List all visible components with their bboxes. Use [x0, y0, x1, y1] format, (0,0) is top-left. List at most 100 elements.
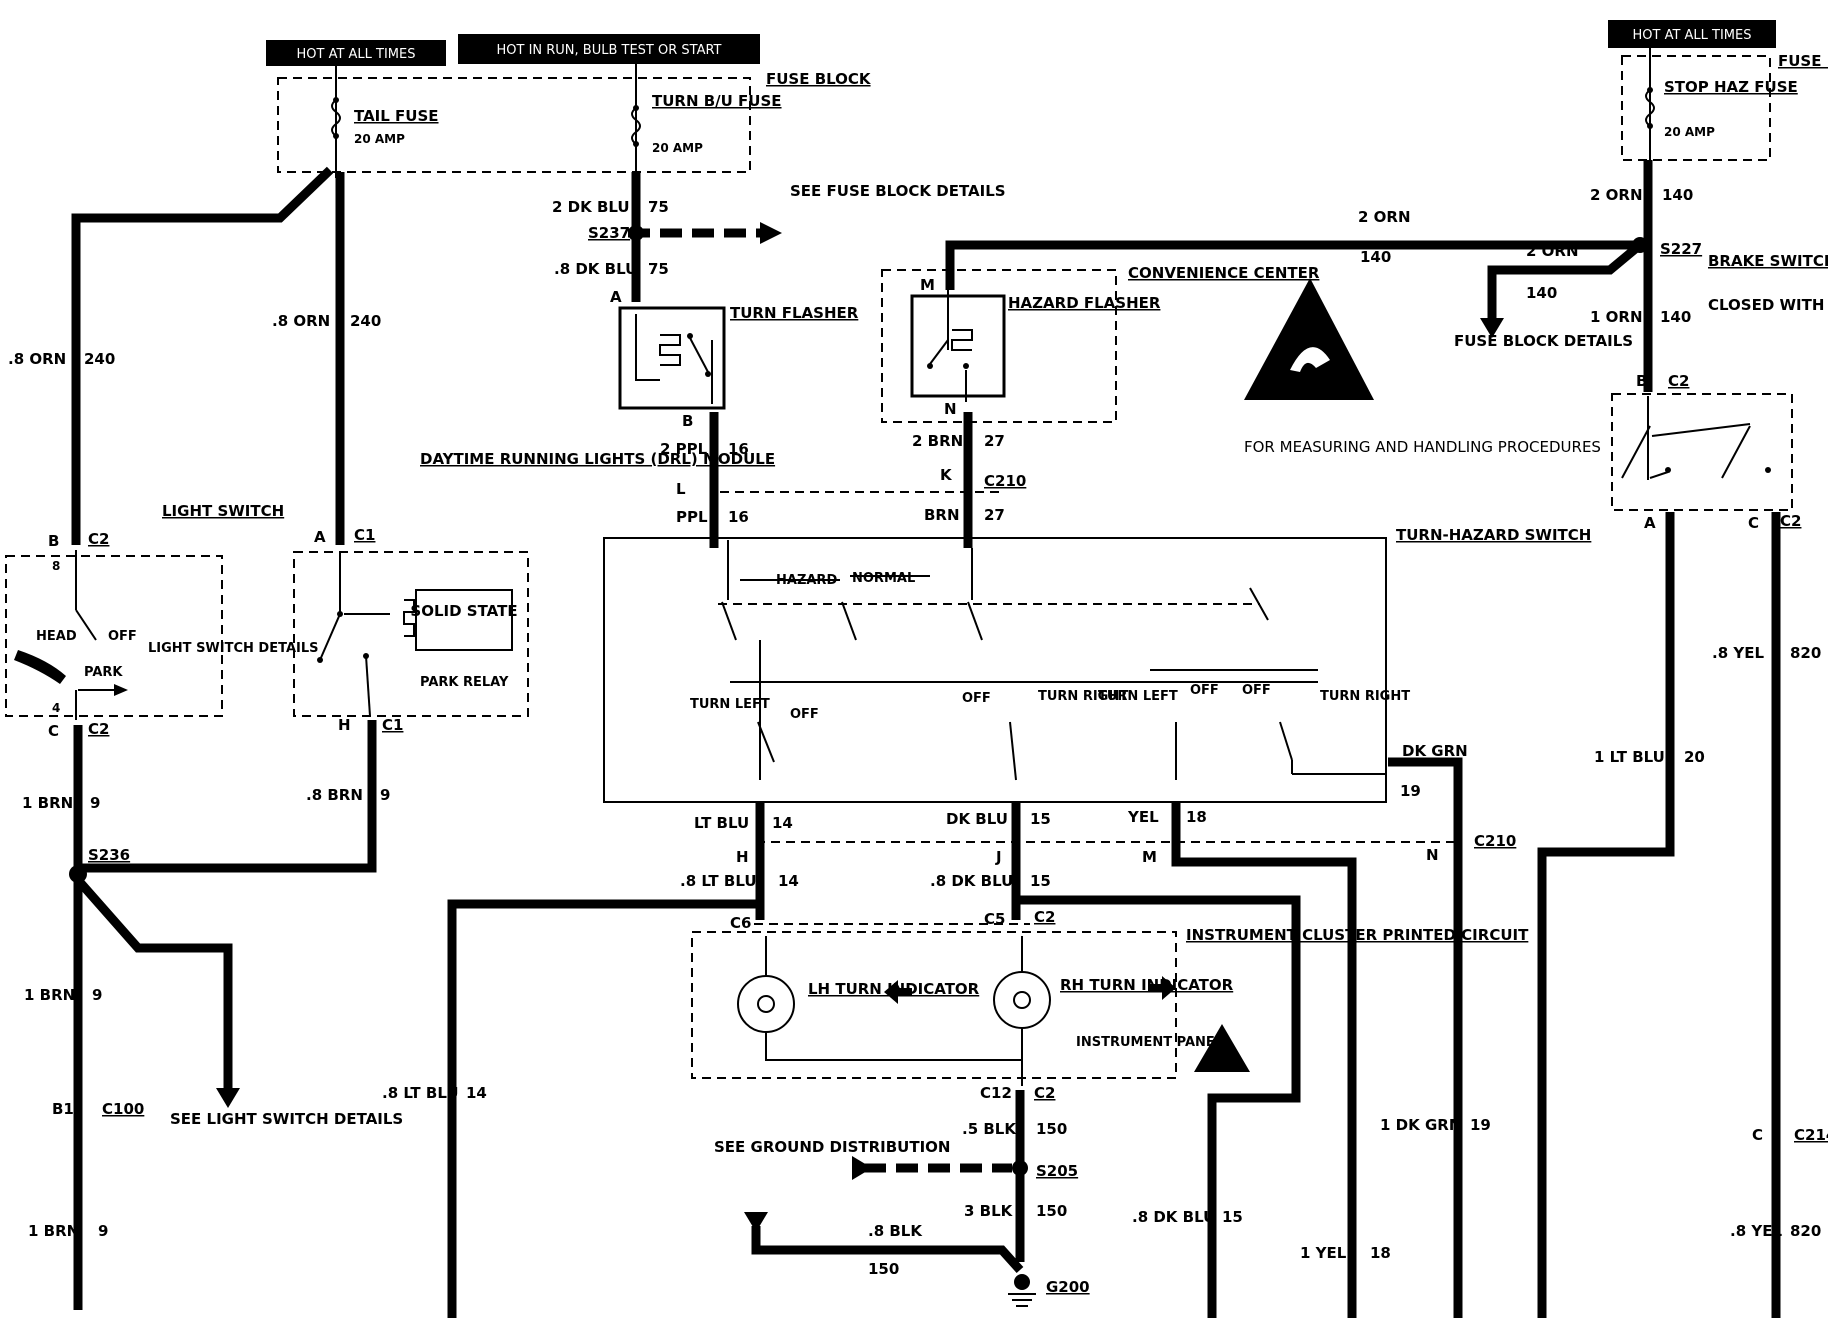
normal-label: NORMAL [852, 571, 915, 586]
fuse-block-right: STOP HAZ FUSE 20 AMP FUSE BLOCK [1621, 48, 1828, 190]
splice-label: S205 [1036, 1162, 1078, 1180]
turn-hazard-switch: TURN LEFT OFF OFF TURN RIGHT TURN LEFT O… [603, 526, 1591, 803]
connector-label: C1 [354, 526, 375, 544]
circuit-label: 820 [1790, 644, 1821, 662]
splice-s237 [628, 225, 644, 241]
hazard-flasher: HAZARD FLASHER CONVENIENCE CENTER [881, 264, 1320, 423]
circuit-label: 75 [648, 260, 669, 278]
circuit-label: 140 [1660, 308, 1691, 326]
fuse-block-label: FUSE BLOCK [766, 70, 872, 88]
wire-brn-9-drl [78, 720, 377, 873]
wire-label: .8 LT BLU [680, 872, 757, 890]
pin-label: N [1426, 846, 1439, 864]
splice-s236 [69, 865, 87, 883]
wire-label: 1 ORN [1590, 308, 1643, 326]
circuit-label: 9 [380, 786, 390, 804]
see-light-switch-details-label: SEE LIGHT SWITCH DETAILS [170, 1110, 403, 1128]
switch-off-right-a: OFF [1190, 683, 1219, 698]
pin-label: 8 [52, 559, 60, 573]
stop-haz-fuse-amp: 20 AMP [1664, 125, 1715, 139]
connector-label: C12 [980, 1084, 1012, 1102]
ground-g200 [1008, 1274, 1036, 1307]
wire-label: .5 BLK [962, 1120, 1017, 1138]
circuit-label: 18 [1186, 808, 1207, 826]
wire-label: 1 BRN [28, 1222, 79, 1240]
pin-label: J [995, 848, 1002, 866]
connector-labels: S237 S227 S236 S205 G200 C210 C210 C100 … [48, 224, 1828, 1296]
hazard-label: HAZARD [776, 573, 837, 588]
esd-warning-small-icon [1194, 1024, 1250, 1072]
wire-label: YEL [1127, 808, 1159, 826]
wire-label: .8 LT BLU [382, 1084, 459, 1102]
turn-hazard-switch-label: TURN-HAZARD SWITCH [1396, 526, 1591, 544]
circuit-label: 16 [728, 508, 749, 526]
wiring [71, 160, 1781, 1318]
pin-label: A [1644, 514, 1656, 532]
switch-off-center: OFF [962, 691, 991, 706]
right-arrow-icon [1148, 976, 1176, 1000]
wire-label: .8 YEL [1730, 1222, 1782, 1240]
wire-ltblu-14-out [447, 899, 760, 1318]
pin-label: 4 [52, 701, 60, 715]
drl-module: SOLID STATE PARK RELAY DAYTIME RUNNING L… [293, 450, 775, 717]
stop-haz-fuse-label: STOP HAZ FUSE [1664, 78, 1798, 96]
circuit-label: 9 [92, 986, 102, 1004]
connector-label: C210 [1474, 832, 1516, 850]
connector-label: C1 [382, 716, 403, 734]
circuit-label: 16 [728, 440, 749, 458]
connector-label: C6 [730, 914, 751, 932]
wire-label: DK GRN [1402, 742, 1468, 760]
circuit-label: 20 [1684, 748, 1705, 766]
hazard-flasher-label: HAZARD FLASHER [1008, 294, 1161, 312]
circuit-label: 27 [984, 432, 1005, 450]
wire-label: 2 ORN [1526, 242, 1579, 260]
park-relay-label: PARK RELAY [420, 675, 509, 690]
rh-turn-indicator-bulb [993, 971, 1051, 1029]
splice-label: S236 [88, 846, 130, 864]
wire-label: .8 DK BLU [1132, 1208, 1215, 1226]
pin-label: C [1748, 514, 1759, 532]
wire-label: 2 ORN [1358, 208, 1411, 226]
instrument-cluster: LH TURN INDICATOR RH TURN INDICATOR INST… [691, 926, 1529, 1086]
hot-banner-right-label: HOT AT ALL TIMES [1632, 28, 1751, 43]
pin-label: B [682, 412, 693, 430]
off-label: OFF [108, 629, 137, 644]
hot-banner-left-label: HOT AT ALL TIMES [296, 47, 415, 62]
circuit-label: 18 [1370, 1244, 1391, 1262]
wire-label: 1 LT BLU [1594, 748, 1665, 766]
hot-banner-center-label: HOT IN RUN, BULB TEST OR START [496, 43, 721, 58]
tail-fuse-amp: 20 AMP [354, 132, 405, 146]
pin-label: B1 [52, 1100, 74, 1118]
wire-label: 2 BRN [912, 432, 963, 450]
hot-banner-right: HOT AT ALL TIMES [1608, 20, 1776, 48]
switch-off-left: OFF [790, 707, 819, 722]
turn-flasher-label: TURN FLASHER [730, 304, 859, 322]
wire-label: .8 ORN [272, 312, 330, 330]
solid-state-label: SOLID STATE [410, 602, 517, 620]
connector-label: C5 [984, 910, 1005, 928]
turn-left-label-b: TURN LEFT [1098, 689, 1178, 704]
circuit-label: 14 [466, 1084, 487, 1102]
arrow-ground-down [744, 1212, 768, 1232]
esd-note-line: FOR MEASURING AND HANDLING PROCEDURES [1244, 438, 1601, 456]
left-arrow-icon [884, 980, 912, 1004]
arrows [216, 222, 1504, 1232]
ground-label: G200 [1046, 1278, 1090, 1296]
park-label: PARK [84, 665, 123, 680]
arrow-fuse-details [760, 222, 782, 244]
circuit-label: 9 [98, 1222, 108, 1240]
pin-label: H [338, 716, 351, 734]
pin-label: M [920, 276, 935, 294]
pin-label: C [1752, 1126, 1763, 1144]
wire-blk-150-gnd [751, 1226, 1024, 1274]
wire-label: 2 PPL [660, 440, 708, 458]
pin-label: C [48, 722, 59, 740]
turn-right-label-b: TURN RIGHT [1320, 689, 1410, 704]
connector-label: C2 [88, 530, 109, 548]
wire-label: 3 BLK [964, 1202, 1014, 1220]
circuit-label: 150 [1036, 1202, 1067, 1220]
connector-label: C100 [102, 1100, 144, 1118]
connector-label: C2 [88, 720, 109, 738]
circuit-label: 240 [350, 312, 381, 330]
splice-label: S227 [1660, 240, 1702, 258]
